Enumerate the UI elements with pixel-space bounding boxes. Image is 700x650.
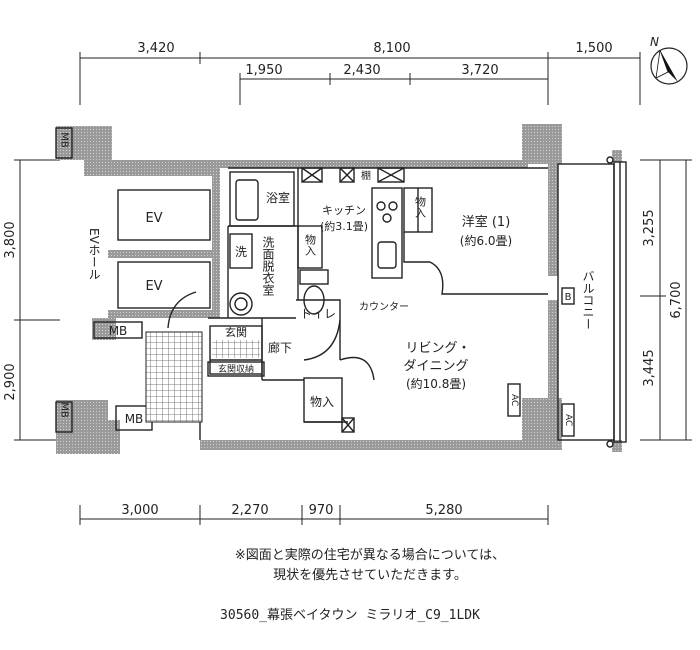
mb-bottom-label: MB xyxy=(59,402,70,418)
washer-label: 洗 xyxy=(235,245,247,259)
storage-hall-label: 物入 xyxy=(310,395,334,409)
entrance-floor-tiles xyxy=(145,331,203,423)
dim-top-1: 3,420 xyxy=(137,41,174,56)
storage-kitchen-label: 物入 xyxy=(414,195,427,218)
left-dimensions xyxy=(14,159,60,441)
shelf-label: 棚 xyxy=(361,169,371,182)
interior-lines xyxy=(55,127,627,448)
disclaimer-line-2: 現状を優先させていただきます。 xyxy=(273,568,467,583)
dim-left-2: 2,900 xyxy=(3,363,18,400)
balcony-label: バルコニー xyxy=(581,270,595,330)
bottom-dimensions xyxy=(79,505,549,525)
dim-right-inner-1: 3,255 xyxy=(642,209,657,246)
dim-bottom-3: 970 xyxy=(309,503,334,518)
entrance-label: 玄関 xyxy=(225,325,247,339)
corridor-label: 廊下 xyxy=(268,340,292,355)
living-label: リビング・ xyxy=(405,341,470,356)
storage-wash-label: 物入 xyxy=(304,233,317,256)
ev-hall-label: EVホール xyxy=(87,228,101,280)
kitchen-label: キッチン xyxy=(322,204,366,217)
washroom-label: 洗面脱衣室 xyxy=(261,236,275,296)
right-dimensions xyxy=(640,159,692,441)
dim-left-1: 3,800 xyxy=(3,221,18,258)
living-size-label: (約10.8畳) xyxy=(406,376,466,391)
toilet-label: トイレ xyxy=(300,307,336,321)
dim-top-inner-3: 3,720 xyxy=(461,63,498,78)
dim-right-inner-2: 3,445 xyxy=(642,349,657,386)
bath-label: 浴室 xyxy=(266,190,290,205)
structural-walls xyxy=(56,124,622,454)
dim-top-2: 8,100 xyxy=(373,41,410,56)
north-arrow-icon: N xyxy=(650,35,688,85)
kitchen-size-label: (約3.1畳) xyxy=(320,219,368,233)
western-room-size-label: (約6.0畳) xyxy=(460,233,512,248)
dim-bottom-2: 2,270 xyxy=(231,503,268,518)
dim-bottom-1: 3,000 xyxy=(121,503,158,518)
western-room-label: 洋室 (1) xyxy=(462,214,511,230)
dim-top-inner-2: 2,430 xyxy=(343,63,380,78)
dim-top-inner-1: 1,950 xyxy=(245,63,282,78)
dim-bottom-4: 5,280 xyxy=(425,503,462,518)
entrance-storage-tiles xyxy=(212,340,260,358)
disclaimer-line-1: ※図面と実際の住宅が異なる場合については、 xyxy=(234,548,506,563)
ev-top-label: EV xyxy=(145,211,162,226)
ev-bottom-label: EV xyxy=(145,279,162,294)
ac-label-2: AC xyxy=(563,414,573,426)
mb-mid-label: MB xyxy=(109,324,128,338)
ac-label-1: AC xyxy=(509,394,519,406)
dim-top-3: 1,500 xyxy=(575,41,612,56)
b-label: B xyxy=(565,292,572,303)
compass-label: N xyxy=(650,35,659,49)
dining-label: ダイニング xyxy=(403,359,468,374)
dim-right-total: 6,700 xyxy=(669,281,684,318)
top-dimensions xyxy=(79,52,641,105)
counter-label: カウンター xyxy=(359,301,409,313)
mb-small-label: MB xyxy=(125,412,144,426)
plan-caption: 30560_幕張ベイタウン ミラリオ_C9_1LDK xyxy=(220,608,480,623)
mb-top-label: MB xyxy=(59,132,70,148)
entrance-storage-label: 玄関収納 xyxy=(218,363,254,375)
